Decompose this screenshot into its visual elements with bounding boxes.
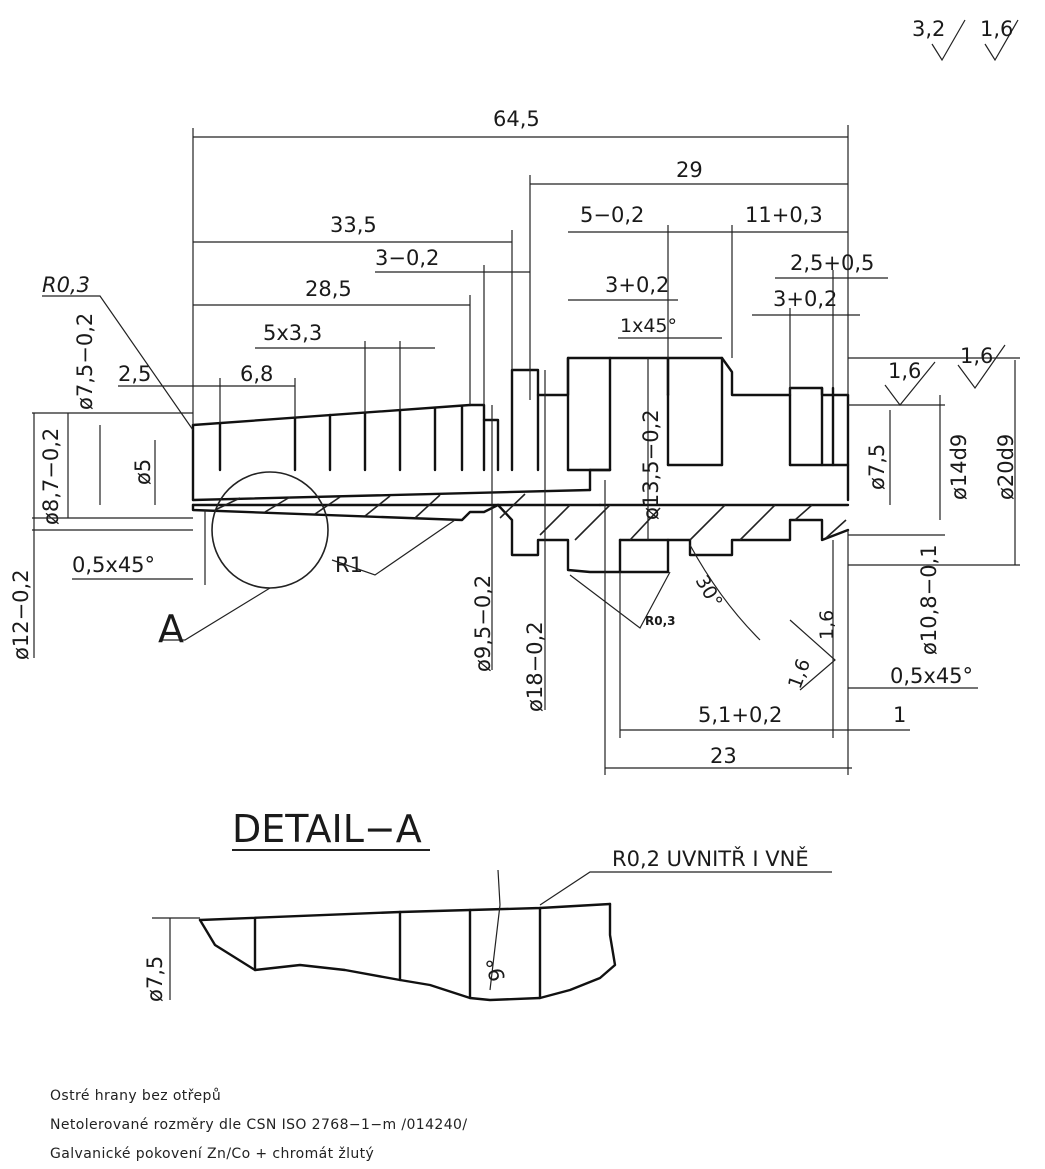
dim-64-5: 64,5 <box>493 107 540 131</box>
note-plating: Galvanické pokovení Zn/Co + chromát žlut… <box>50 1146 375 1162</box>
dim-3-0-2-neck: 3−0,2 <box>375 246 439 270</box>
dim-3-0-2-collar: 3+0,2 <box>605 273 669 297</box>
ribs-5x3-3: 5x3,3 <box>263 321 322 345</box>
dia-7-5: ø7,5 <box>865 444 889 490</box>
dia-7-5-0-2: ø7,5−0,2 <box>73 313 97 410</box>
dim-1: 1 <box>893 703 906 727</box>
dim-2-5-0-5: 2,5+0,5 <box>790 251 874 275</box>
dia-13-5-0-2: ø13,5−0,2 <box>639 409 663 520</box>
dim-2-5: 2,5 <box>118 362 151 386</box>
chamfer-1x45: 1x45° <box>620 315 677 337</box>
radius-r1-label: R1 <box>335 553 363 577</box>
diameter-dimensions: ø7,5−0,2 ø8,7−0,2 ø5 ø12−0,2 ø9,5−0,2 ø1… <box>9 313 1020 712</box>
roughness-1-6-a: 1,6 <box>888 359 921 383</box>
note-sharp-edges: Ostré hrany bez otřepů <box>50 1088 222 1104</box>
detail-angle-9: 9° <box>482 956 510 984</box>
roughness-1-6-b: 1,6 <box>960 344 993 368</box>
dim-6-8: 6,8 <box>240 362 273 386</box>
dim-5-0-2: 5−0,2 <box>580 203 644 227</box>
roughness-3-2-label: 3,2 <box>912 17 945 41</box>
detail-title: DETAIL−A <box>232 807 422 851</box>
dim-11-0-3: 11+0,3 <box>745 203 823 227</box>
roughness-1-6-label: 1,6 <box>980 17 1013 41</box>
radius-r0-3-label: R0,3 <box>42 273 90 297</box>
dia-18-0-2: ø18−0,2 <box>523 621 547 712</box>
dim-28-5: 28,5 <box>305 277 352 301</box>
radius-r0-3-small: R0,3 <box>645 614 676 628</box>
chamfer-0-5x45-right: 0,5x45° <box>890 664 973 688</box>
dia-9-5-0-2: ø9,5−0,2 <box>471 575 495 672</box>
dim-29: 29 <box>676 158 703 182</box>
dia-20d9: ø20d9 <box>994 434 1018 500</box>
note-general-tolerance: Netolerované rozměry dle CSN ISO 2768−1−… <box>50 1117 468 1133</box>
roughness-1-6-c: 1,6 <box>816 610 838 640</box>
roughness-1-6-d: 1,6 <box>784 656 815 692</box>
detail-marker-a: A <box>158 607 184 651</box>
drawing-notes: Ostré hrany bez otřepů Netolerované rozm… <box>50 1082 467 1169</box>
dia-5: ø5 <box>131 459 155 485</box>
dia-8-7-0-2: ø8,7−0,2 <box>39 428 63 525</box>
chamfer-0-5x45-left: 0,5x45° <box>72 553 155 577</box>
general-roughness-symbol: 3,2 1,6 <box>912 17 1019 62</box>
part-outline <box>191 356 850 574</box>
dia-10-8-0-1: ø10,8−0,1 <box>917 544 941 655</box>
detail-radius-note: R0,2 UVNITŘ I VNĚ <box>612 846 809 871</box>
dim-3-0-2-right: 3+0,2 <box>773 287 837 311</box>
dia-14d9: ø14d9 <box>947 434 971 500</box>
dim-5-1-0-2: 5,1+0,2 <box>698 703 782 727</box>
angle-30: 30° <box>691 572 727 612</box>
horizontal-dimensions: 64,5 29 33,5 3−0,2 28,5 5−0,2 11+0,3 2,5… <box>72 107 978 775</box>
dim-33-5: 33,5 <box>330 213 377 237</box>
detail-a-view: DETAIL−A R0,2 UVNITŘ I VNĚ ø7,5 9° <box>143 807 832 1002</box>
detail-a-callout: A R1 <box>158 471 456 651</box>
dim-23: 23 <box>710 744 737 768</box>
section-hatching <box>214 493 847 541</box>
dia-12-0-2: ø12−0,2 <box>9 569 33 660</box>
detail-dia-7-5: ø7,5 <box>143 956 167 1002</box>
